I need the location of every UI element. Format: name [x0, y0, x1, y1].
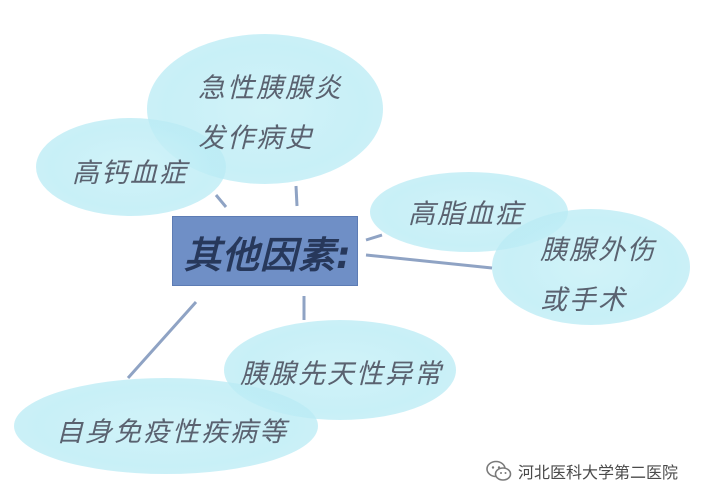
connector-trauma [365, 253, 493, 270]
node-pancreatitis-line2: 发作病史 [198, 123, 314, 154]
bubble-trauma [492, 209, 690, 325]
node-autoimmune: 自身免疫性疾病等 [56, 417, 288, 448]
wechat-icon [486, 460, 512, 481]
node-congenital: 胰腺先天性异常 [240, 359, 443, 390]
center-node-label: 其他因素: [184, 234, 352, 277]
connector-hyperlipidemia [365, 233, 383, 242]
node-hypercalcemia: 高钙血症 [72, 158, 188, 189]
connector-pancreatitis [294, 185, 299, 207]
watermark: 河北医科大学第二医院 [486, 456, 678, 486]
node-trauma-line1: 胰腺外伤 [540, 235, 656, 266]
node-pancreatitis-line1: 急性胰腺炎 [198, 73, 343, 104]
watermark-text: 河北医科大学第二医院 [518, 463, 679, 482]
bubble-hypercalcemia [36, 118, 226, 216]
node-trauma-line2: 或手术 [540, 285, 627, 316]
connector-hypercalcemia [214, 194, 228, 208]
bubble-autoimmune [14, 378, 318, 474]
center-node-box [172, 216, 358, 286]
node-hyperlipidemia: 高脂血症 [408, 199, 524, 230]
connector-autoimmune [126, 300, 198, 380]
